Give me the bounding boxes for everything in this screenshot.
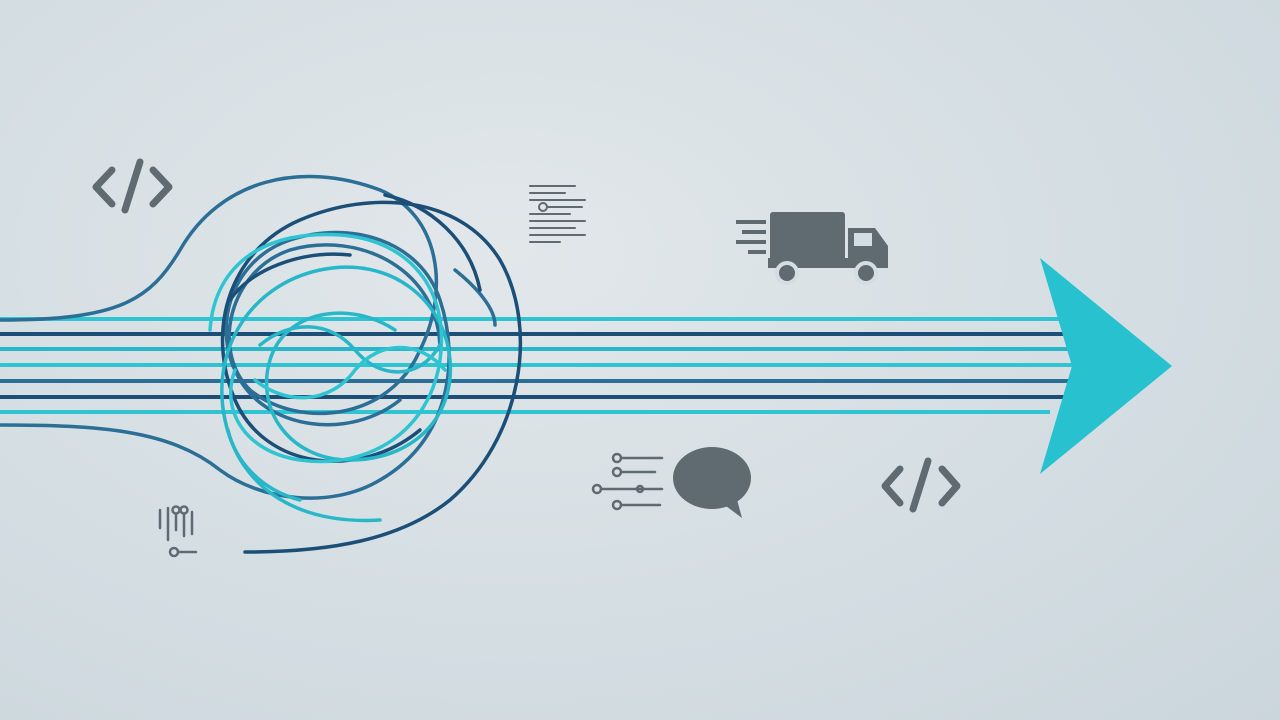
tangle-curve bbox=[226, 428, 302, 502]
tangle-curve bbox=[383, 193, 482, 292]
tangle-curve bbox=[0, 174, 442, 416]
tangle-curve bbox=[258, 325, 442, 374]
tangle-curve bbox=[253, 345, 447, 400]
tangled-lines bbox=[0, 174, 523, 554]
straight-lines bbox=[0, 317, 1095, 414]
tangle-curve bbox=[220, 265, 453, 523]
document-lines-icon bbox=[529, 185, 586, 243]
arrow-head-icon bbox=[1040, 258, 1172, 474]
circuit-nodes-icon bbox=[158, 505, 198, 558]
tangle-curve bbox=[0, 230, 451, 500]
chat-bubble-icon bbox=[673, 447, 751, 518]
code-icon bbox=[881, 457, 961, 513]
circuit-nodes-icon bbox=[591, 452, 664, 511]
tangle-curve bbox=[208, 232, 444, 464]
tangle-curve bbox=[228, 252, 352, 302]
code-icon bbox=[92, 158, 173, 214]
truck-icon bbox=[736, 212, 888, 285]
tangle-curve bbox=[453, 268, 497, 327]
